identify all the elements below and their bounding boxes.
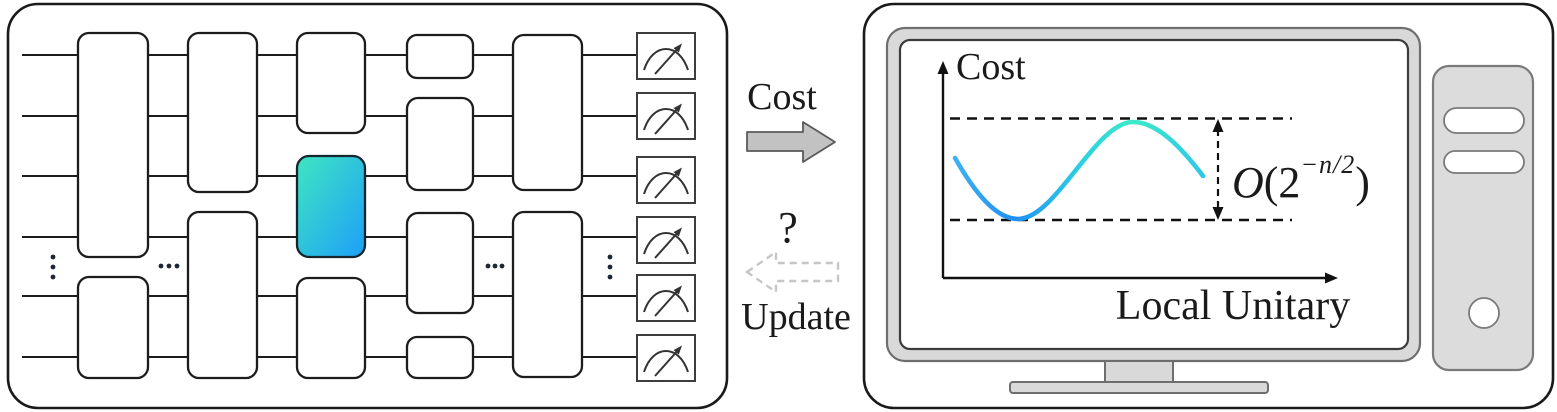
gate — [295, 31, 367, 135]
annotation-exponent: −n/2 — [1300, 150, 1356, 179]
update-dashed-arrow-icon — [744, 249, 840, 295]
y-axis-arrowhead — [937, 61, 949, 74]
gate — [76, 275, 150, 380]
amplitude-annotation: O(2−n/2) — [1232, 152, 1370, 205]
cost-flow-label: Cost — [747, 76, 817, 118]
annotation-base: (2 — [1263, 158, 1301, 207]
tower-power-button — [1468, 297, 1500, 329]
monitor-stand-base — [1009, 381, 1269, 394]
circuit-panel — [6, 2, 729, 410]
measurement-gauge-icon — [636, 92, 696, 140]
tower-drive-slot — [1443, 150, 1525, 174]
gate — [405, 96, 475, 192]
gate — [186, 210, 259, 380]
plot-ylabel: Cost — [956, 46, 1026, 88]
tower-body — [1431, 64, 1535, 372]
monitor-screen — [898, 38, 1410, 351]
script-o-glyph: O — [1232, 158, 1264, 207]
gate — [405, 211, 475, 315]
ellipsis-dots — [50, 254, 613, 280]
gate — [76, 31, 150, 259]
measurement-gauge-icon — [636, 32, 696, 80]
computer-tower — [1431, 64, 1535, 372]
annotation-close-paren: ) — [1355, 158, 1370, 207]
gate — [511, 210, 584, 379]
plot-xlabel: Local Unitary — [1115, 283, 1351, 329]
measurement-gauge-icon — [636, 156, 696, 204]
gate — [186, 31, 259, 194]
classical-computer-panel — [862, 2, 1555, 410]
cost-landscape-plot — [937, 61, 1338, 284]
update-flow-label: Update — [741, 296, 851, 338]
x-axis-arrowhead — [1325, 272, 1338, 284]
gate — [405, 33, 475, 80]
question-mark-label: ? — [778, 203, 798, 252]
highlighted-local-gate — [295, 154, 367, 259]
tower-drive-slot — [1443, 107, 1525, 134]
cost-landscape-curve — [952, 119, 1206, 222]
feedback-loop — [744, 121, 840, 295]
gate — [511, 33, 584, 192]
cost-arrow-icon — [746, 121, 836, 163]
gate — [295, 276, 367, 380]
measurement-gauge-icon — [636, 334, 696, 382]
amplitude-double-arrow — [1212, 119, 1224, 220]
gate — [405, 335, 475, 380]
measurement-gauge-icon — [636, 274, 696, 322]
unitary-gates — [76, 31, 584, 380]
monitor-stand-neck — [1104, 360, 1174, 383]
measurement-gauge-icon — [636, 216, 696, 264]
